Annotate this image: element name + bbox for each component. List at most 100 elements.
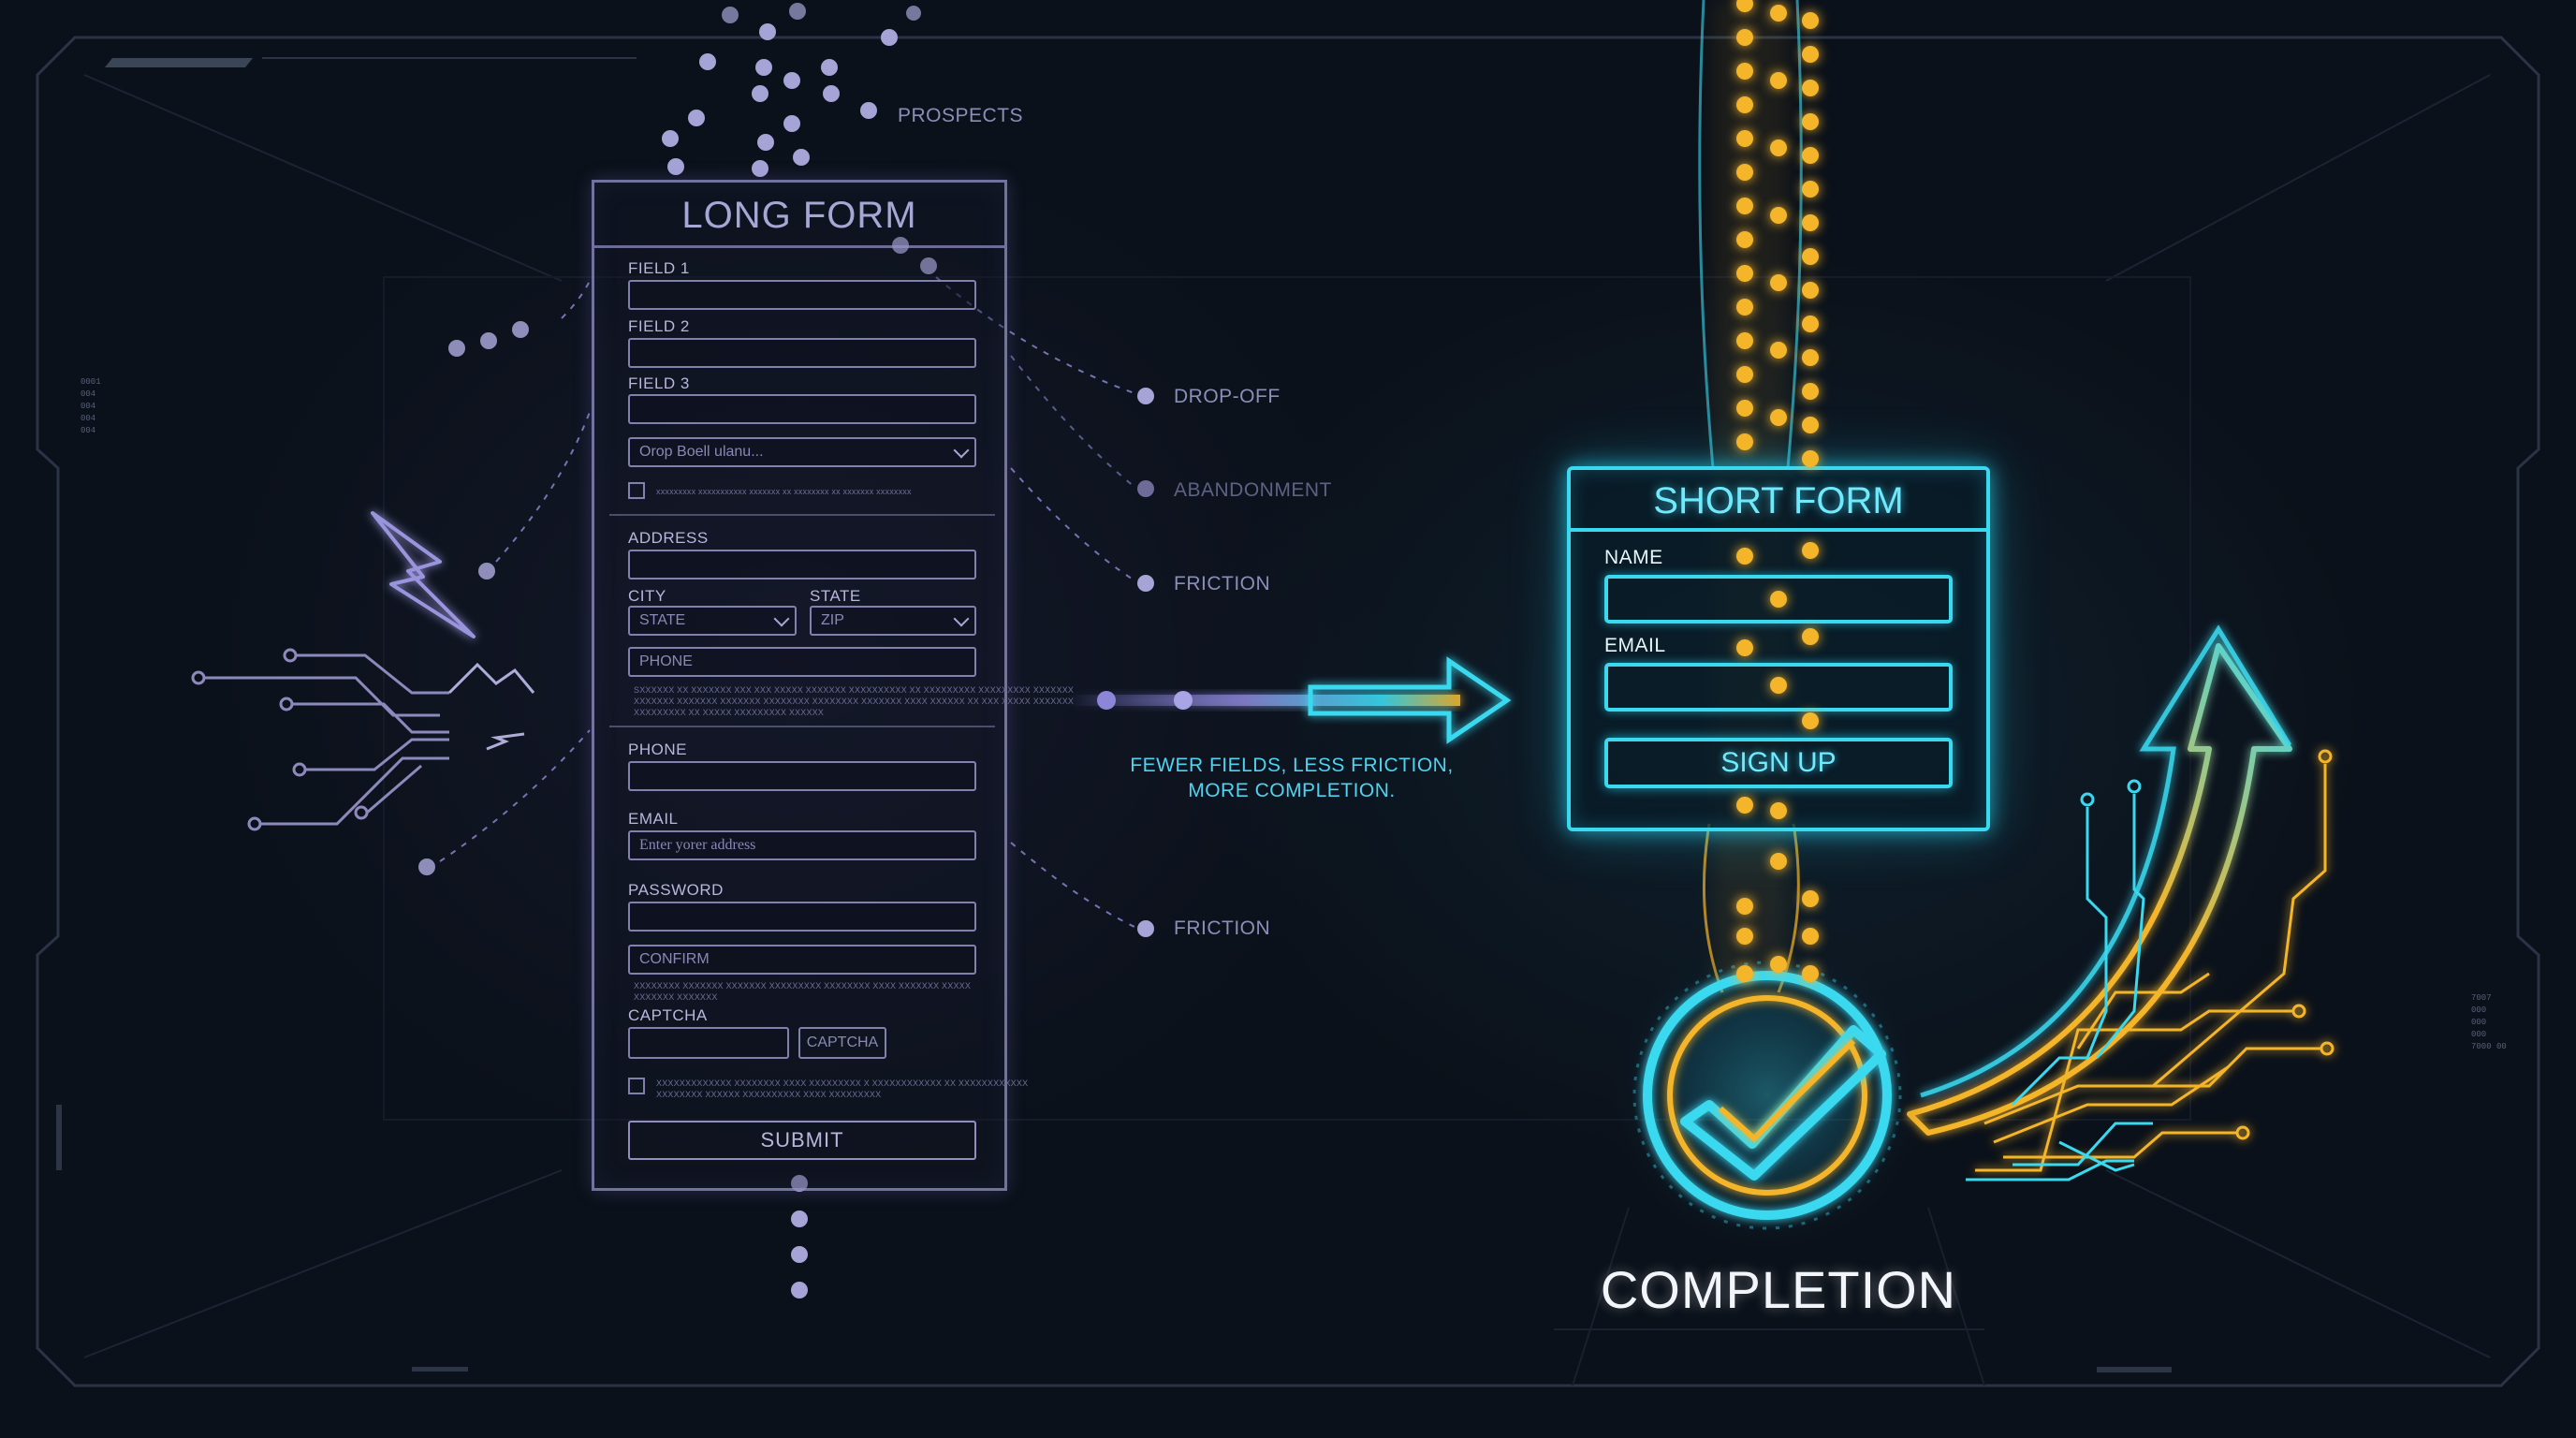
- stream-dot: [1736, 366, 1753, 383]
- name-label: NAME: [1604, 547, 1663, 568]
- stream-dot: [1736, 164, 1753, 181]
- stream-dot: [1736, 96, 1753, 113]
- name-input[interactable]: [1604, 575, 1953, 624]
- city-state-select-value: STATE: [639, 612, 686, 628]
- email-input[interactable]: Enter yorer address: [628, 830, 976, 860]
- short-form-title: SHORT FORM: [1571, 470, 1986, 532]
- address-label: ADDRESS: [628, 529, 709, 547]
- stream-dot: [1770, 274, 1787, 291]
- email-placeholder: Enter yorer address: [639, 837, 756, 853]
- tagline: FEWER FIELDS, LESS FRICTION, MORE COMPLE…: [1095, 753, 1488, 803]
- stream-dot: [1802, 248, 1819, 265]
- field-2-input[interactable]: [628, 338, 976, 368]
- stream-dot: [1802, 147, 1819, 164]
- password-input[interactable]: [628, 902, 976, 932]
- divider: [609, 514, 995, 516]
- stream-dot: [1802, 417, 1819, 433]
- stream-dot: [1802, 450, 1819, 467]
- prospects-label: PROSPECTS: [898, 105, 1024, 126]
- stream-dot: [1770, 342, 1787, 359]
- stream-dot: [1736, 299, 1753, 315]
- phone-placeholder: PHONE: [639, 653, 693, 669]
- stream-dot: [1736, 332, 1753, 349]
- divider: [609, 726, 995, 727]
- long-form-card: LONG FORM FIELD 1 FIELD 2 FIELD 3 Orop B…: [592, 180, 1074, 1191]
- city-state-select[interactable]: STATE: [628, 606, 797, 636]
- circuit-icon: [1966, 779, 2153, 1181]
- stream-dot: [1770, 5, 1787, 22]
- stream-dot: [1770, 591, 1787, 608]
- city-label: CITY: [628, 587, 666, 605]
- phone-input-2[interactable]: [628, 761, 976, 791]
- terms-checkbox[interactable]: [628, 1078, 645, 1094]
- long-form-title: LONG FORM: [594, 183, 1004, 248]
- completion-label: COMPLETION: [1600, 1260, 1957, 1319]
- hud-readout-left: 0001 004 004 004 004: [80, 377, 101, 435]
- stream-dot: [1736, 400, 1753, 417]
- stream-dot: [1736, 0, 1753, 12]
- field-3-input[interactable]: [628, 394, 976, 424]
- stream-dot: [1736, 130, 1753, 147]
- email-label: EMAIL: [1604, 635, 1666, 656]
- sign-up-button[interactable]: SIGN UP: [1604, 738, 1953, 788]
- abandonment-label: ABANDONMENT: [1174, 479, 1332, 501]
- phone-label: PHONE: [628, 741, 687, 758]
- field-1-label: FIELD 1: [628, 259, 690, 277]
- fine-print: XXXXXXXX XXXXXXX XXXXXXX XXXXXXXXX XXXXX…: [634, 981, 972, 1002]
- drop-off-label: DROP-OFF: [1174, 386, 1281, 407]
- stream-dot: [1802, 349, 1819, 366]
- field-2-label: FIELD 2: [628, 317, 690, 335]
- checkmark-icon: [1608, 936, 1926, 1255]
- stream-dot: [1802, 542, 1819, 559]
- email-label: EMAIL: [628, 810, 679, 828]
- friction-label: FRICTION: [1174, 573, 1271, 594]
- stream-dot: [1802, 928, 1819, 945]
- stream-dot: [1770, 677, 1787, 694]
- tagline-line-2: MORE COMPLETION.: [1188, 780, 1396, 801]
- dropdown-select[interactable]: Orop Boell ulanu...: [628, 437, 976, 467]
- stream-dot: [1770, 72, 1787, 89]
- stream-dot: [1802, 628, 1819, 645]
- stream-dot: [1736, 265, 1753, 282]
- stream-dot: [1802, 383, 1819, 400]
- submit-button[interactable]: SUBMIT: [628, 1121, 976, 1160]
- checkbox-text: xxxxxxxxx xxxxxxxxxxx xxxxxxx xx xxxxxxx…: [656, 487, 912, 496]
- field-1-input[interactable]: [628, 280, 976, 310]
- stream-dot: [1770, 956, 1787, 973]
- field-3-label: FIELD 3: [628, 374, 690, 392]
- hud-readout-right: 7007 000 000 000 7000 00: [2471, 993, 2507, 1051]
- phone-input-1[interactable]: PHONE: [628, 647, 976, 677]
- stream-dot: [1802, 113, 1819, 130]
- stream-dot: [1770, 139, 1787, 156]
- stream-dot: [1770, 853, 1787, 870]
- address-input[interactable]: [628, 550, 976, 580]
- zip-select[interactable]: ZIP: [810, 606, 976, 636]
- email-input[interactable]: [1604, 663, 1953, 712]
- stream-dot: [1736, 198, 1753, 214]
- checkbox[interactable]: [628, 482, 645, 499]
- stream-dot: [1802, 965, 1819, 982]
- stream-dot: [1736, 965, 1753, 982]
- exit-dots: [791, 1175, 808, 1299]
- stream-dot: [1802, 80, 1819, 96]
- stream-dot: [1802, 214, 1819, 231]
- stream-dot: [1802, 46, 1819, 63]
- prospect-dots: [662, 3, 921, 177]
- password-label: PASSWORD: [628, 881, 724, 899]
- captcha-button[interactable]: CAPTCHA: [798, 1027, 886, 1059]
- stream-dot: [1736, 797, 1753, 814]
- stream-dot: [1736, 898, 1753, 915]
- confirm-input[interactable]: CONFIRM: [628, 945, 976, 975]
- confirm-placeholder: CONFIRM: [639, 951, 710, 967]
- stream-dot: [1736, 548, 1753, 565]
- terms-text: XXXXXXXXXXXXX XXXXXXXX XXXX XXXXXXXXX X …: [656, 1078, 1029, 1099]
- dropout-dots-left: [418, 321, 529, 875]
- arrow-right-icon: [1067, 656, 1512, 744]
- captcha-input[interactable]: [628, 1027, 789, 1059]
- stream-dot: [1770, 207, 1787, 224]
- circuit-icon: [191, 648, 535, 831]
- zip-select-value: ZIP: [821, 612, 844, 628]
- stream-dot: [1802, 282, 1819, 299]
